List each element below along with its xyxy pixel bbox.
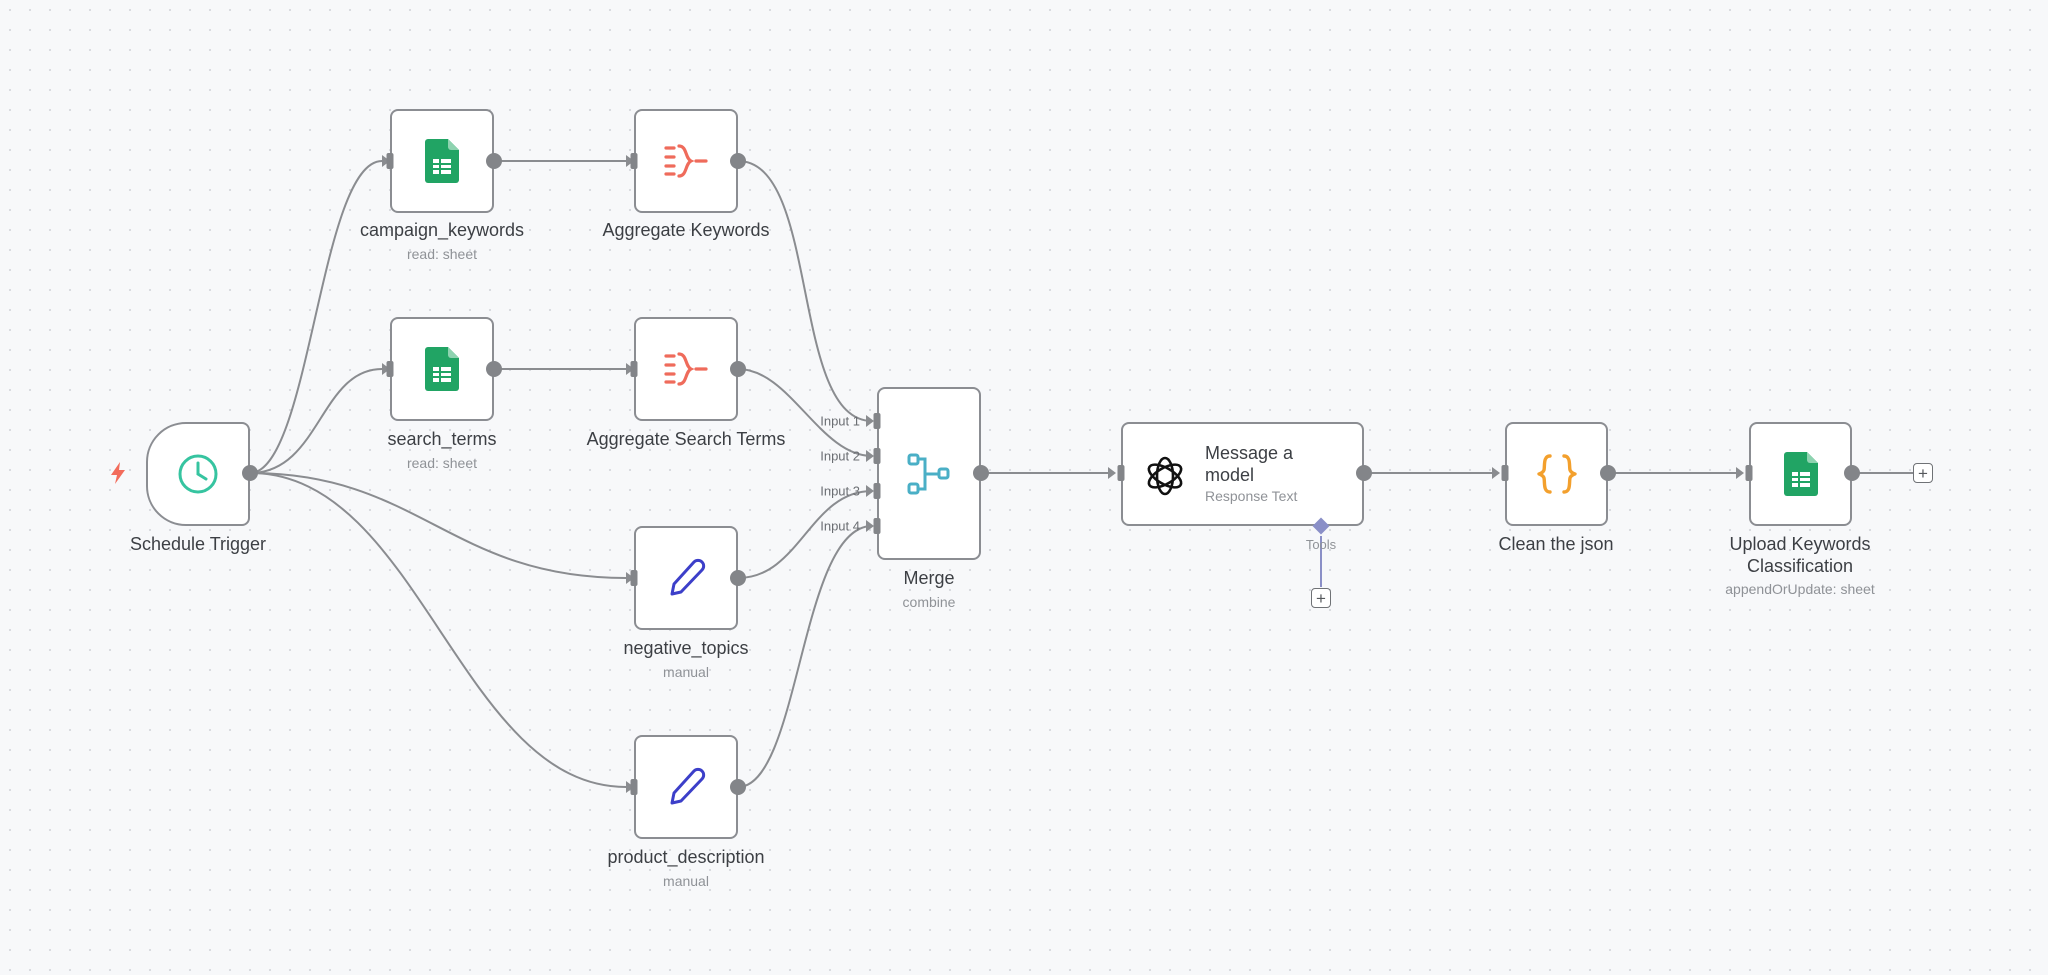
merge-input-1[interactable] bbox=[873, 413, 881, 429]
search-terms-output[interactable] bbox=[486, 361, 502, 377]
merge-icon bbox=[907, 453, 950, 494]
merge-input-2-label: Input 2 bbox=[820, 448, 860, 464]
merge-title: Merge bbox=[903, 568, 955, 588]
merge-input-4[interactable] bbox=[873, 518, 881, 534]
message-model-title: Message a model bbox=[1205, 443, 1294, 485]
plus-icon: + bbox=[1918, 463, 1928, 483]
merge-output[interactable] bbox=[973, 465, 989, 481]
upload-keywords-output[interactable] bbox=[1844, 465, 1860, 481]
clean-json-node[interactable] bbox=[1505, 422, 1608, 526]
aggregate-keywords-input[interactable] bbox=[630, 153, 638, 169]
clean-json-output[interactable] bbox=[1600, 465, 1616, 481]
negative-topics-node[interactable] bbox=[634, 526, 738, 630]
campaign-keywords-output[interactable] bbox=[486, 153, 502, 169]
schedule-trigger-output[interactable] bbox=[242, 465, 258, 481]
aggregate-search-terms-input[interactable] bbox=[630, 361, 638, 377]
edge-negative-merge[interactable] bbox=[737, 490, 873, 579]
aggregate-icon bbox=[664, 352, 708, 386]
schedule-trigger-title: Schedule Trigger bbox=[129, 534, 267, 554]
upload-keywords-subtitle: appendOrUpdate: sheet bbox=[1725, 581, 1875, 597]
aggregate-search-terms-node[interactable] bbox=[634, 317, 738, 421]
search-terms-subtitle: read: sheet bbox=[406, 455, 478, 471]
pencil-icon bbox=[670, 767, 706, 805]
product-description-input[interactable] bbox=[630, 779, 638, 795]
merge-input-3[interactable] bbox=[873, 483, 881, 499]
edge-trigger-product[interactable] bbox=[249, 472, 627, 788]
campaign-keywords-title: campaign_keywords bbox=[359, 220, 525, 240]
upload-keywords-title: Upload Keywords Classification bbox=[1729, 534, 1871, 576]
merge-subtitle: combine bbox=[902, 594, 956, 610]
negative-topics-input[interactable] bbox=[630, 570, 638, 586]
trigger-bolt-icon bbox=[111, 462, 125, 484]
search-terms-input[interactable] bbox=[386, 361, 394, 377]
campaign-keywords-subtitle: read: sheet bbox=[406, 246, 478, 262]
product-description-subtitle: manual bbox=[663, 873, 709, 889]
search-terms-node[interactable] bbox=[390, 317, 494, 421]
edge-aggkeywords-merge[interactable] bbox=[737, 160, 873, 422]
plus-icon: + bbox=[1316, 588, 1326, 608]
google-sheets-icon bbox=[425, 139, 459, 183]
merge-node[interactable] bbox=[877, 387, 981, 560]
edge-product-merge[interactable] bbox=[737, 525, 873, 788]
aggregate-keywords-output[interactable] bbox=[730, 153, 746, 169]
edge-trigger-campaign[interactable] bbox=[249, 160, 383, 474]
clean-json-input[interactable] bbox=[1501, 465, 1509, 481]
aggregate-keywords-node[interactable] bbox=[634, 109, 738, 213]
schedule-trigger-node[interactable] bbox=[146, 422, 250, 526]
edge-trigger-negative[interactable] bbox=[249, 472, 627, 579]
upload-keywords-node[interactable] bbox=[1749, 422, 1852, 526]
merge-input-3-label: Input 3 bbox=[820, 483, 860, 499]
product-description-output[interactable] bbox=[730, 779, 746, 795]
merge-input-2[interactable] bbox=[873, 448, 881, 464]
negative-topics-output[interactable] bbox=[730, 570, 746, 586]
edge-trigger-search[interactable] bbox=[249, 368, 383, 474]
search-terms-title: search_terms bbox=[387, 429, 497, 449]
campaign-keywords-node[interactable] bbox=[390, 109, 494, 213]
edge-aggsearch-merge[interactable] bbox=[737, 368, 873, 457]
aggregate-keywords-title: Aggregate Keywords bbox=[602, 220, 770, 240]
product-description-title: product_description bbox=[607, 847, 765, 867]
google-sheets-icon bbox=[1783, 452, 1818, 496]
google-sheets-icon bbox=[425, 347, 459, 391]
pencil-icon bbox=[670, 558, 706, 596]
message-model-subtitle: Response Text bbox=[1205, 488, 1298, 504]
message-model-input[interactable] bbox=[1117, 465, 1125, 481]
clock-icon bbox=[178, 454, 218, 494]
tools-label: Tools bbox=[1305, 537, 1337, 552]
merge-input-1-label: Input 1 bbox=[820, 413, 860, 429]
message-model-node[interactable]: Message a model Response Text bbox=[1121, 422, 1364, 526]
upload-keywords-input[interactable] bbox=[1745, 465, 1753, 481]
product-description-node[interactable] bbox=[634, 735, 738, 839]
message-model-output[interactable] bbox=[1356, 465, 1372, 481]
negative-topics-subtitle: manual bbox=[663, 664, 709, 680]
merge-input-4-label: Input 4 bbox=[820, 518, 860, 534]
code-braces-icon bbox=[1536, 454, 1577, 494]
add-tool-button[interactable]: + bbox=[1311, 588, 1331, 608]
aggregate-icon bbox=[664, 144, 708, 178]
negative-topics-title: negative_topics bbox=[623, 638, 749, 658]
add-next-node-button[interactable]: + bbox=[1913, 463, 1933, 483]
aggregate-search-terms-output[interactable] bbox=[730, 361, 746, 377]
aggregate-search-terms-title: Aggregate Search Terms bbox=[586, 429, 786, 449]
clean-json-title: Clean the json bbox=[1498, 534, 1614, 554]
openai-icon bbox=[1147, 456, 1183, 496]
campaign-keywords-input[interactable] bbox=[386, 153, 394, 169]
